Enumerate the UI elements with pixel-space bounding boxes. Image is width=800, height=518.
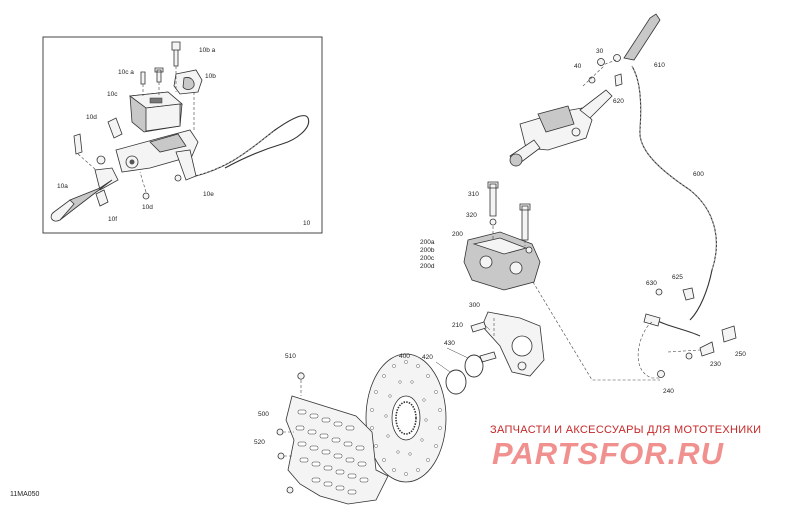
brake-disc-assembly: 400 420 430 xyxy=(365,340,484,483)
seal-430 xyxy=(464,354,484,378)
screw-520 xyxy=(277,452,285,460)
seal-420 xyxy=(445,369,467,395)
callout-210: 210 xyxy=(452,322,463,329)
callout-400: 400 xyxy=(399,353,410,360)
inset-bolt-top xyxy=(171,41,181,67)
washer-40 xyxy=(588,76,596,84)
callout-420: 420 xyxy=(422,354,433,361)
inset-banjo xyxy=(174,174,182,182)
inset-washer xyxy=(96,155,106,165)
inset-brake-lever xyxy=(50,167,119,222)
screw-510 xyxy=(297,372,305,380)
callout-200c: 200c xyxy=(420,255,435,262)
bolt-30 xyxy=(613,54,621,62)
reservoir-cap xyxy=(537,105,575,133)
bracket-625 xyxy=(682,287,695,301)
inset-number: 10 xyxy=(303,220,311,227)
nut-630 xyxy=(655,288,663,296)
callout-520: 520 xyxy=(254,439,265,446)
screw-500 xyxy=(276,428,284,436)
callout-200a: 200a xyxy=(420,239,435,246)
callout-10ba: 10b a xyxy=(199,47,216,54)
callout-510: 510 xyxy=(285,353,296,360)
callout-10e: 10e xyxy=(203,191,214,198)
callout-250: 250 xyxy=(735,351,746,358)
brake-hose-600 xyxy=(631,65,717,321)
callout-240: 240 xyxy=(663,388,674,395)
inset-brake-hose xyxy=(185,115,310,179)
inset-spring xyxy=(95,189,109,207)
callout-620: 620 xyxy=(613,98,624,105)
inset-pin xyxy=(107,117,123,139)
bolt-310 xyxy=(487,181,499,217)
disc-holes xyxy=(370,360,442,476)
callout-610: 610 xyxy=(654,62,665,69)
screw-520b xyxy=(286,486,294,494)
callout-10ca: 10c a xyxy=(118,69,134,76)
callout-200d: 200d xyxy=(420,263,435,270)
bolt-210 xyxy=(470,321,487,333)
nut-240 xyxy=(657,370,665,378)
callout-300: 300 xyxy=(469,302,480,309)
inset-master-cylinder-body xyxy=(115,129,199,181)
inset-screw-2 xyxy=(140,71,146,85)
callout-10b: 10b xyxy=(205,73,216,80)
inset-master-cylinder: 10b a 10c a 10b 10c 10d 10a 10e 10d 10f … xyxy=(42,36,323,234)
callout-200b: 200b xyxy=(420,247,435,254)
callout-230: 230 xyxy=(710,361,721,368)
banjo-fitting xyxy=(571,127,581,137)
callout-630: 630 xyxy=(646,280,657,287)
inset-nut xyxy=(142,192,150,200)
lever-pivot xyxy=(579,89,613,119)
clip-620 xyxy=(614,73,623,87)
lever-end xyxy=(509,153,523,167)
inset-pivot-bolt xyxy=(73,133,83,155)
callout-10c: 10c xyxy=(107,91,118,98)
washer-30 xyxy=(597,58,605,66)
callout-625: 625 xyxy=(672,274,683,281)
callout-30: 30 xyxy=(596,48,604,55)
callout-600: 600 xyxy=(693,171,704,178)
master-cylinder-assembly: 30 40 610 620 600 630 625 250 230 240 xyxy=(509,13,746,395)
pin-bolt xyxy=(519,203,531,241)
callout-320: 320 xyxy=(466,212,477,219)
callout-40: 40 xyxy=(574,63,582,70)
guard-slots xyxy=(295,409,369,495)
watermark-logo: PARTSFOR.RU xyxy=(492,436,725,471)
caliper-assembly: 310 320 200 200a 200b 200c 200d 300 210 xyxy=(420,181,660,381)
callout-310: 310 xyxy=(468,191,479,198)
washer-230 xyxy=(685,352,693,360)
washer-320 xyxy=(489,218,497,226)
upper-lever xyxy=(623,13,661,61)
callout-430: 430 xyxy=(444,340,455,347)
callout-10g: 10d xyxy=(142,204,153,211)
disc-guard xyxy=(285,395,389,505)
diagram-code: 11MA050 xyxy=(10,491,40,498)
callout-10d: 10d xyxy=(86,114,97,121)
callout-10f: 10f xyxy=(108,216,117,223)
inset-reservoir xyxy=(128,91,183,133)
callout-500: 500 xyxy=(258,411,269,418)
watermark-subtitle: ЗАПЧАСТИ И АКСЕССУАРЫ ДЛЯ МОТОТЕХНИКИ xyxy=(490,424,762,436)
disc-guard-assembly: 510 500 520 xyxy=(254,353,389,505)
inset-screw xyxy=(154,67,164,83)
callout-200: 200 xyxy=(452,231,463,238)
bleeder-250 xyxy=(721,325,737,343)
hose-fitting xyxy=(643,313,661,327)
fitting-230 xyxy=(699,341,715,357)
callout-10a: 10a xyxy=(57,183,68,190)
inset-frame xyxy=(42,36,323,234)
